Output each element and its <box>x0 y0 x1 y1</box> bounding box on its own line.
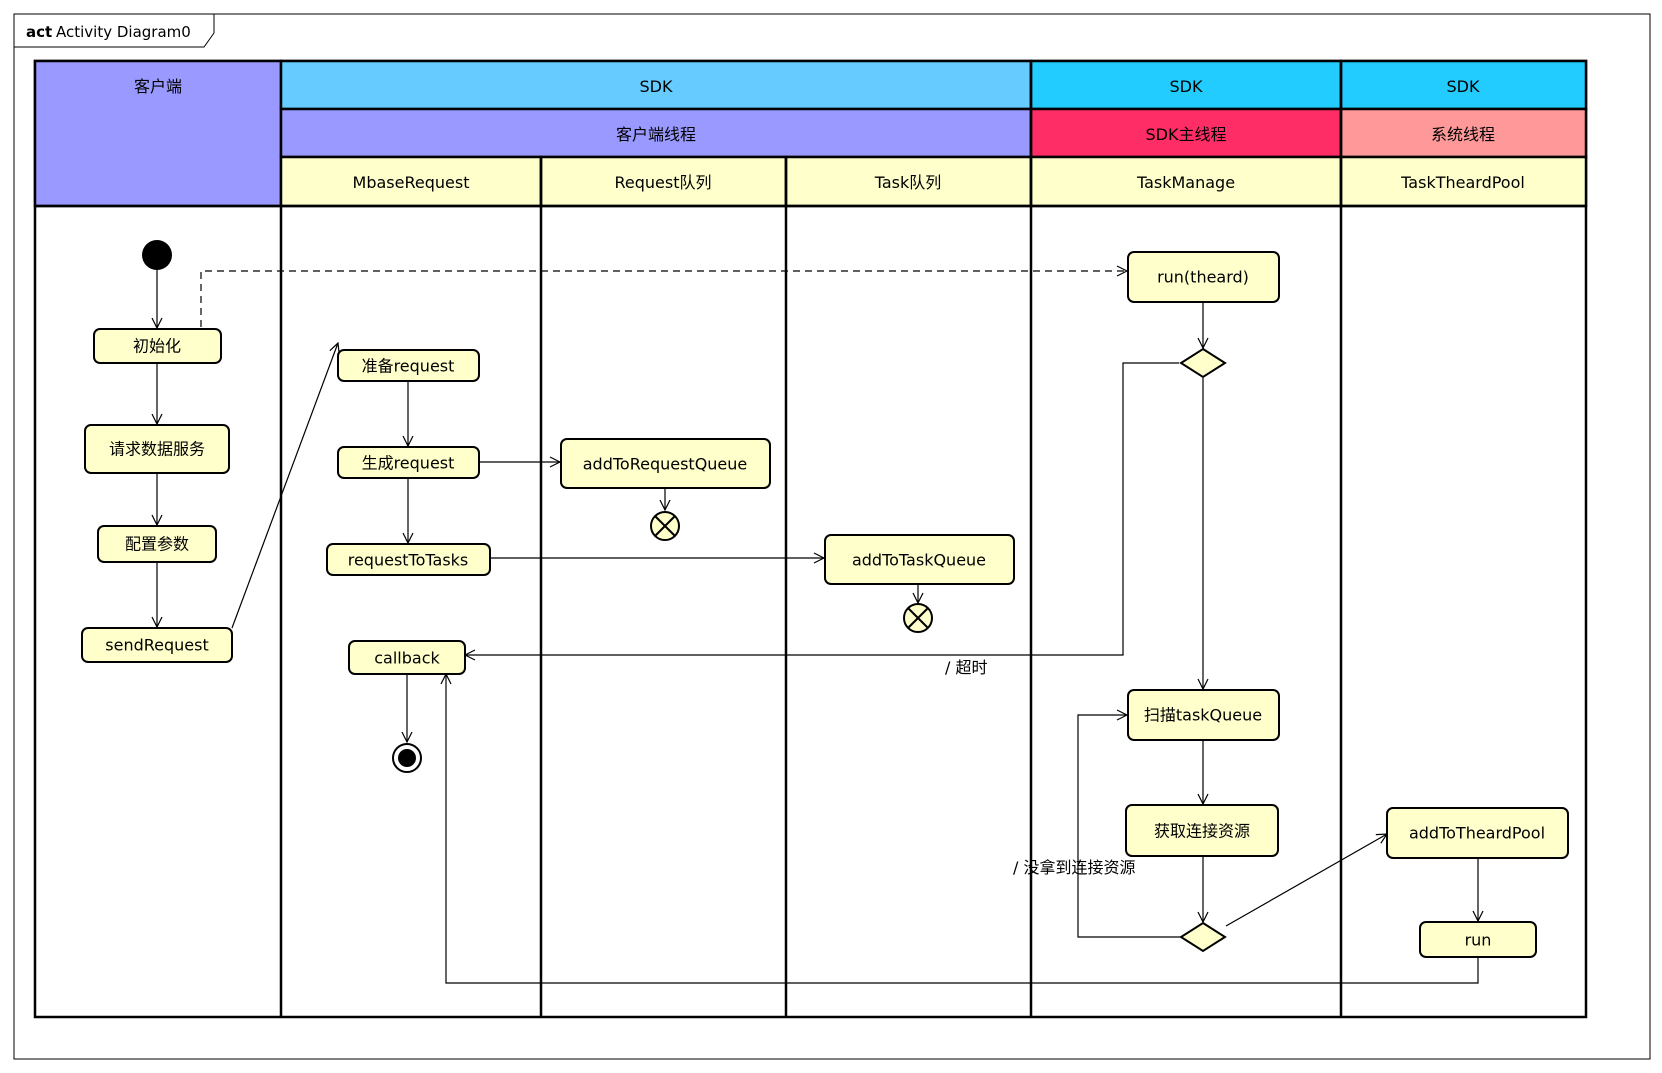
action-run <box>1419 921 1537 958</box>
guard-timeout-label: / 超时 <box>945 658 987 677</box>
sdk-partition-label-1: SDK <box>640 77 673 96</box>
action-add-to-theard-pool-label: addToTheardPool <box>1409 824 1545 843</box>
action-run-theard-label: run(theard) <box>1157 268 1249 287</box>
lane-dividers <box>35 61 1586 1017</box>
action-callback <box>348 640 466 675</box>
edge-decision2-addpool <box>1225 834 1387 927</box>
edge-init-run-dashed <box>200 271 1127 327</box>
lane-label-request-queue: Request队列 <box>615 173 712 192</box>
client-thread-label: 客户端线程 <box>616 125 696 144</box>
action-run-label: run <box>1465 931 1492 950</box>
edge-decision2-scan-loop <box>1077 715 1181 938</box>
action-init <box>93 328 222 364</box>
flow-final-node-task-queue <box>903 603 933 633</box>
action-config-params <box>97 525 217 563</box>
sdk-partition-label-2: SDK <box>1170 77 1203 96</box>
edge-send-prepare <box>231 343 338 629</box>
action-add-to-theard-pool <box>1386 807 1569 859</box>
action-get-connection-label: 获取连接资源 <box>1154 822 1250 841</box>
system-thread-header <box>1339 107 1588 159</box>
frame-title: Activity Diagram0 <box>56 23 191 41</box>
sdk-main-thread-label: SDK主线程 <box>1146 125 1227 144</box>
activity-final-node <box>392 743 422 773</box>
lane-label-mbase-request: MbaseRequest <box>353 173 470 192</box>
action-request-data-service-label: 请求数据服务 <box>109 440 205 459</box>
sdk-partition-header-1 <box>279 59 1033 111</box>
guard-no-connection-label: / 没拿到连接资源 <box>1013 858 1135 877</box>
sdk-partition-header-3 <box>1339 59 1588 111</box>
action-config-params-label: 配置参数 <box>125 535 189 554</box>
initial-node <box>142 240 172 270</box>
action-prepare-request <box>337 349 480 382</box>
action-get-connection <box>1125 804 1279 857</box>
edge-run-callback <box>446 674 1479 984</box>
action-send-request-label: sendRequest <box>105 636 208 655</box>
action-send-request <box>81 627 233 663</box>
frame-tab <box>13 13 215 48</box>
edges <box>157 270 1479 984</box>
system-thread-label: 系统线程 <box>1431 125 1495 144</box>
action-callback-label: callback <box>374 649 440 668</box>
action-run-theard <box>1127 251 1280 303</box>
action-add-to-request-queue <box>560 438 771 489</box>
action-request-to-tasks-label: requestToTasks <box>348 551 469 570</box>
client-partition-header <box>33 59 283 208</box>
decision-node-connection <box>1179 921 1227 953</box>
action-prepare-request-label: 准备request <box>362 357 455 376</box>
action-request-data-service <box>84 424 230 474</box>
action-generate-request-label: 生成request <box>362 454 455 473</box>
client-thread-header <box>279 107 1033 159</box>
action-add-to-task-queue <box>824 534 1015 585</box>
lane-label-task-queue: Task队列 <box>874 173 942 192</box>
action-init-label: 初始化 <box>133 337 181 356</box>
swimlane-body <box>33 59 1588 1019</box>
client-partition-label: 客户端 <box>134 77 182 96</box>
lane-label-task-manage: TaskManage <box>1136 173 1235 192</box>
action-add-to-request-queue-label: addToRequestQueue <box>583 455 748 474</box>
lane-label-task-theard-pool: TaskTheardPool <box>1400 173 1525 192</box>
frame-keyword: act <box>26 23 52 41</box>
decision-node-run <box>1179 347 1227 379</box>
lane-header-task-queue <box>784 155 1033 208</box>
action-scan-task-queue-label: 扫描taskQueue <box>1144 706 1262 725</box>
action-add-to-task-queue-label: addToTaskQueue <box>852 551 986 570</box>
action-generate-request <box>337 446 480 479</box>
flow-final-node-request-queue <box>650 511 680 541</box>
sdk-partition-label-3: SDK <box>1447 77 1480 96</box>
edge-decision-callback-timeout <box>465 362 1179 655</box>
action-scan-task-queue <box>1127 689 1280 741</box>
action-request-to-tasks <box>326 543 491 576</box>
